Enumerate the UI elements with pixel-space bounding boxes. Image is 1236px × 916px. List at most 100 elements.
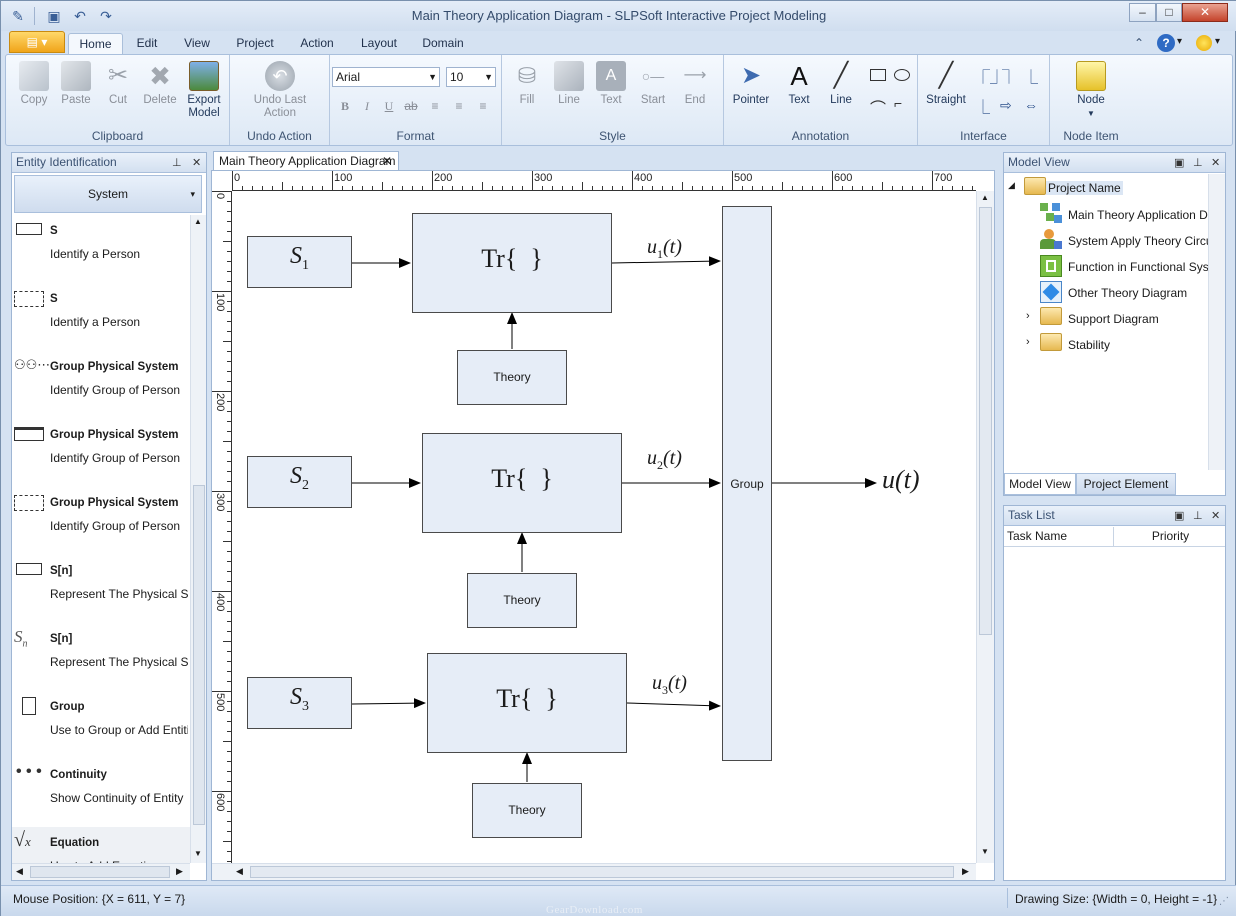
transform-node-1[interactable]: Tr{ } bbox=[412, 213, 612, 313]
rectangle-icon[interactable] bbox=[870, 69, 886, 81]
pin-icon[interactable]: ⊥ bbox=[1193, 510, 1203, 522]
connector-u3-group[interactable] bbox=[626, 700, 721, 711]
close-tab-icon[interactable]: ✕ bbox=[381, 154, 392, 168]
paste-button[interactable]: Paste bbox=[58, 61, 94, 107]
underline-button[interactable]: U bbox=[384, 99, 394, 113]
tab-edit[interactable]: Edit bbox=[136, 36, 158, 50]
transform-node-2[interactable]: Tr{ } bbox=[422, 433, 622, 533]
list-item[interactable]: Group Use to Group or Add Entities bbox=[12, 691, 190, 759]
theme-dropdown-icon[interactable]: ▾ bbox=[1215, 36, 1221, 47]
tree-item-system-apply[interactable]: System Apply Theory Circular bbox=[1068, 234, 1226, 248]
tab-view[interactable]: View bbox=[184, 36, 210, 50]
cut-button[interactable]: ✂ Cut bbox=[100, 61, 136, 107]
theory-node-2[interactable]: Theory bbox=[467, 573, 577, 628]
tab-domain[interactable]: Domain bbox=[422, 36, 464, 50]
tree-root-project-name[interactable]: Project Name bbox=[1046, 181, 1123, 195]
source-node-s1[interactable]: S1 bbox=[247, 236, 352, 288]
straight-connector-button[interactable]: ╱ Straight bbox=[924, 61, 968, 107]
list-item[interactable]: Group Physical System Identify Group of … bbox=[12, 487, 190, 555]
end-arrow-button[interactable]: ⟶ End bbox=[676, 61, 714, 107]
font-family-select[interactable]: Arial▼ bbox=[332, 67, 440, 87]
scroll-down-icon[interactable]: ▼ bbox=[194, 849, 202, 858]
close-panel-icon[interactable]: ✕ bbox=[1211, 510, 1221, 522]
system-category-dropdown[interactable]: System▾ bbox=[14, 175, 202, 213]
collapse-arrow-icon[interactable]: ◢ bbox=[1008, 180, 1015, 190]
app-quick-icon[interactable]: ✎ bbox=[12, 8, 24, 24]
scroll-up-icon[interactable]: ▲ bbox=[194, 217, 202, 226]
tree-item-stability[interactable]: Stability bbox=[1068, 338, 1111, 352]
tab-project[interactable]: Project bbox=[236, 36, 274, 50]
canvas-vscroll-thumb[interactable] bbox=[979, 207, 992, 635]
corner-connector-icon[interactable]: ⎿ bbox=[1024, 69, 1038, 85]
pointer-button[interactable]: ➤ Pointer bbox=[730, 61, 772, 107]
canvas-hscroll-thumb[interactable] bbox=[250, 866, 954, 878]
undo-icon[interactable]: ↶ bbox=[74, 8, 86, 24]
model-view-scrollbar[interactable] bbox=[1208, 174, 1225, 470]
tree-item-other-theory[interactable]: Other Theory Diagram bbox=[1068, 286, 1188, 300]
close-panel-icon[interactable]: ✕ bbox=[192, 157, 202, 169]
export-model-button[interactable]: Export Model bbox=[182, 61, 226, 120]
theory-node-3[interactable]: Theory bbox=[472, 783, 582, 838]
tab-layout[interactable]: Layout bbox=[360, 36, 398, 50]
list-item[interactable]: ⚇⚇⋯ Group Physical System Identify Group… bbox=[12, 351, 190, 419]
pin-icon[interactable]: ⊥ bbox=[1193, 157, 1203, 169]
source-node-s2[interactable]: S2 bbox=[247, 456, 352, 508]
redo-icon[interactable]: ↷ bbox=[100, 8, 112, 24]
theme-icon[interactable] bbox=[1196, 35, 1212, 51]
scroll-down-icon[interactable]: ▼ bbox=[981, 847, 989, 856]
canvas-vertical-scrollbar[interactable]: ▲ ▼ bbox=[976, 191, 994, 863]
close-panel-icon[interactable]: ✕ bbox=[1211, 157, 1221, 169]
text-style-button[interactable]: A Text bbox=[592, 61, 630, 107]
scroll-right-icon[interactable]: ▶ bbox=[962, 866, 969, 876]
pin-icon[interactable]: ⊥ bbox=[172, 157, 182, 169]
minimize-ribbon-icon[interactable]: ⌃ bbox=[1134, 36, 1145, 50]
tree-item-main-theory[interactable]: Main Theory Application Diagr... bbox=[1068, 208, 1224, 222]
resize-grip-icon[interactable]: ⋰ bbox=[1219, 896, 1229, 907]
copy-button[interactable]: Copy bbox=[16, 61, 52, 107]
close-button[interactable]: ✕ bbox=[1182, 3, 1228, 22]
column-header-priority[interactable]: Priority bbox=[1114, 527, 1225, 547]
step-connector-icon[interactable]: ⏋ bbox=[1002, 69, 1016, 85]
list-item[interactable]: Group Physical System Identify Group of … bbox=[12, 419, 190, 487]
tab-action[interactable]: Action bbox=[300, 36, 334, 50]
align-right-icon[interactable]: ≡ bbox=[479, 99, 487, 113]
tab-project-element[interactable]: Project Element bbox=[1076, 473, 1176, 495]
diagram-canvas[interactable]: S1 Tr{ } Theory u1(t) S2 Tr{ } Theory u2… bbox=[232, 191, 976, 863]
ellipse-icon[interactable] bbox=[894, 69, 910, 81]
scroll-right-icon[interactable]: ▶ bbox=[176, 866, 183, 876]
connector-s3-tr[interactable] bbox=[351, 698, 426, 709]
expand-arrow-icon[interactable]: › bbox=[1026, 336, 1030, 348]
scroll-left-icon[interactable]: ◀ bbox=[236, 866, 243, 876]
help-icon[interactable]: ? bbox=[1157, 34, 1175, 52]
bidirectional-connector-icon[interactable]: ⇔ bbox=[1024, 97, 1038, 113]
arc-icon[interactable]: ⌒ bbox=[870, 101, 887, 118]
right-arrow-connector-icon[interactable]: ⇨ bbox=[1000, 97, 1012, 113]
scroll-up-icon[interactable]: ▲ bbox=[981, 193, 989, 202]
undo-last-action-button[interactable]: ↶ Undo Last Action bbox=[248, 61, 312, 120]
minimize-button[interactable]: – bbox=[1129, 3, 1156, 22]
elbow-connector-icon[interactable]: ⎾⏌ bbox=[976, 69, 1004, 85]
tab-model-view[interactable]: Model View bbox=[1004, 473, 1076, 495]
italic-button[interactable]: I bbox=[365, 99, 369, 113]
line-style-button[interactable]: Line bbox=[550, 61, 588, 107]
tree-item-support-diagram[interactable]: Support Diagram bbox=[1068, 312, 1159, 326]
text-annotation-button[interactable]: A Text bbox=[780, 61, 818, 107]
tab-home[interactable]: Home bbox=[68, 33, 123, 55]
column-header-task-name[interactable]: Task Name bbox=[1004, 527, 1114, 547]
align-left-icon[interactable]: ≡ bbox=[431, 99, 439, 113]
save-icon[interactable]: ▣ bbox=[47, 8, 61, 24]
maximize-button[interactable]: □ bbox=[1156, 3, 1182, 22]
tree-item-function[interactable]: Function in Functional System bbox=[1068, 260, 1226, 274]
delete-button[interactable]: ✖ Delete bbox=[142, 61, 178, 107]
list-item[interactable]: • • • Continuity Show Continuity of Enti… bbox=[12, 759, 190, 827]
line-annotation-button[interactable]: ╱ Line bbox=[822, 61, 860, 107]
document-tab[interactable]: Main Theory Application Diagram ✕ bbox=[213, 151, 399, 171]
start-arrow-button[interactable]: ○— Start bbox=[634, 61, 672, 107]
font-size-select[interactable]: 10▼ bbox=[446, 67, 496, 87]
restore-icon[interactable]: ▣ bbox=[1174, 510, 1185, 522]
down-connector-icon[interactable]: ⎿ bbox=[976, 99, 990, 115]
restore-icon[interactable]: ▣ bbox=[1174, 157, 1185, 169]
list-item[interactable]: S Identify a Person bbox=[12, 215, 190, 283]
application-menu-button[interactable]: ▤ ▾ bbox=[9, 31, 65, 53]
group-node[interactable]: Group bbox=[722, 206, 772, 761]
